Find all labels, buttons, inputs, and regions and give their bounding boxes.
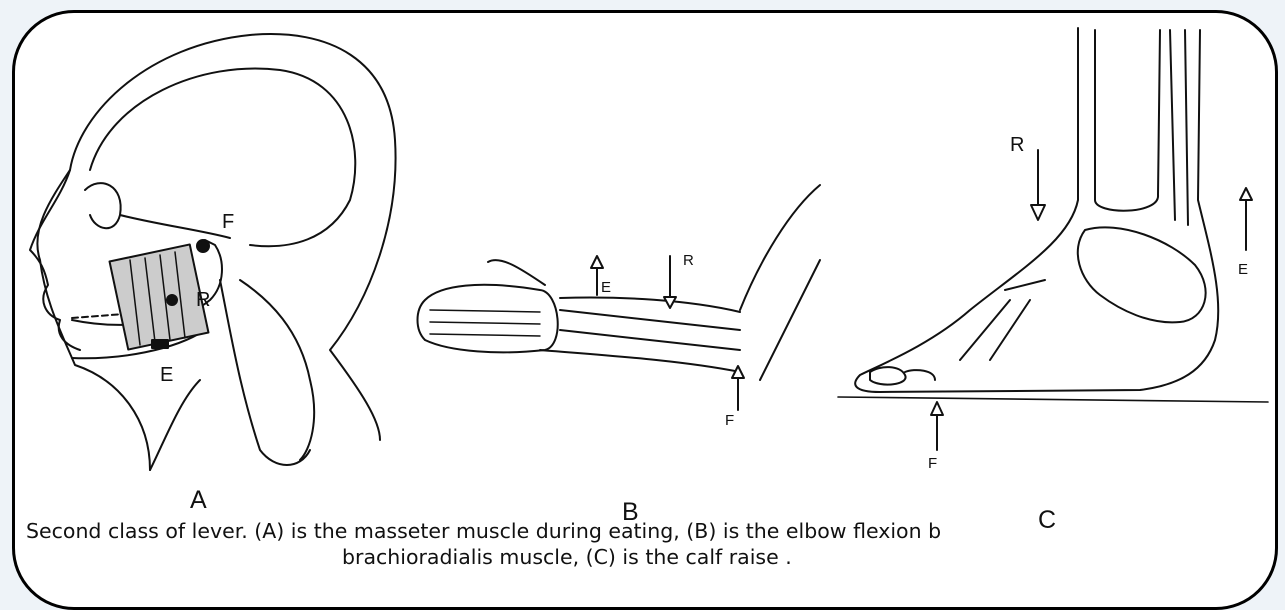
forearm-top <box>560 298 740 312</box>
fibula <box>1170 30 1188 225</box>
figure-caption: Second class of lever. (A) is the masset… <box>26 518 1266 570</box>
panel-a-head-drawing <box>30 34 396 470</box>
ground-line <box>838 397 1268 402</box>
cervical-spine <box>220 280 310 465</box>
upper-arm-bottom <box>760 260 820 380</box>
panel-b-label-r: R <box>683 253 694 268</box>
upper-arm-top <box>740 185 820 310</box>
panel-b-label-f: F <box>725 413 734 428</box>
toe-bones <box>870 367 935 385</box>
panel-b-label-e: E <box>601 280 611 295</box>
panel-a-letter: A <box>190 488 207 513</box>
face-profile <box>30 170 80 350</box>
forearm-bottom <box>540 350 740 372</box>
radius-bone <box>560 310 740 330</box>
masseter-muscle <box>110 244 209 349</box>
tibia <box>1095 30 1160 211</box>
eye-orbit <box>85 183 121 228</box>
fulcrum-dot <box>197 240 209 252</box>
effort-mark <box>152 340 168 348</box>
zygomatic-arch <box>120 215 230 238</box>
panel-a-label-r: R <box>196 290 210 310</box>
panel-c-foot-drawing <box>838 28 1268 450</box>
spine-outline <box>240 280 314 460</box>
hand <box>418 285 558 353</box>
ulna-bone <box>560 330 740 350</box>
panel-a-label-f: F <box>222 212 234 232</box>
neck-front <box>150 380 200 470</box>
talus-calcaneus <box>1078 227 1206 322</box>
caption-line-2: brachioradialis muscle, (C) is the calf … <box>26 544 1266 570</box>
panel-c-label-f: F <box>928 456 937 471</box>
panel-c-label-e: E <box>1238 262 1248 277</box>
thumb <box>488 260 545 285</box>
resistance-dot <box>167 295 177 305</box>
skull-outline <box>37 34 395 470</box>
panel-b-arm-drawing <box>418 185 821 410</box>
caption-line-1: Second class of lever. (A) is the masset… <box>26 519 941 543</box>
panel-a-label-e: E <box>160 365 173 385</box>
panel-c-label-r: R <box>1010 135 1024 155</box>
metatarsals <box>960 280 1045 360</box>
leg-front <box>855 28 1078 392</box>
